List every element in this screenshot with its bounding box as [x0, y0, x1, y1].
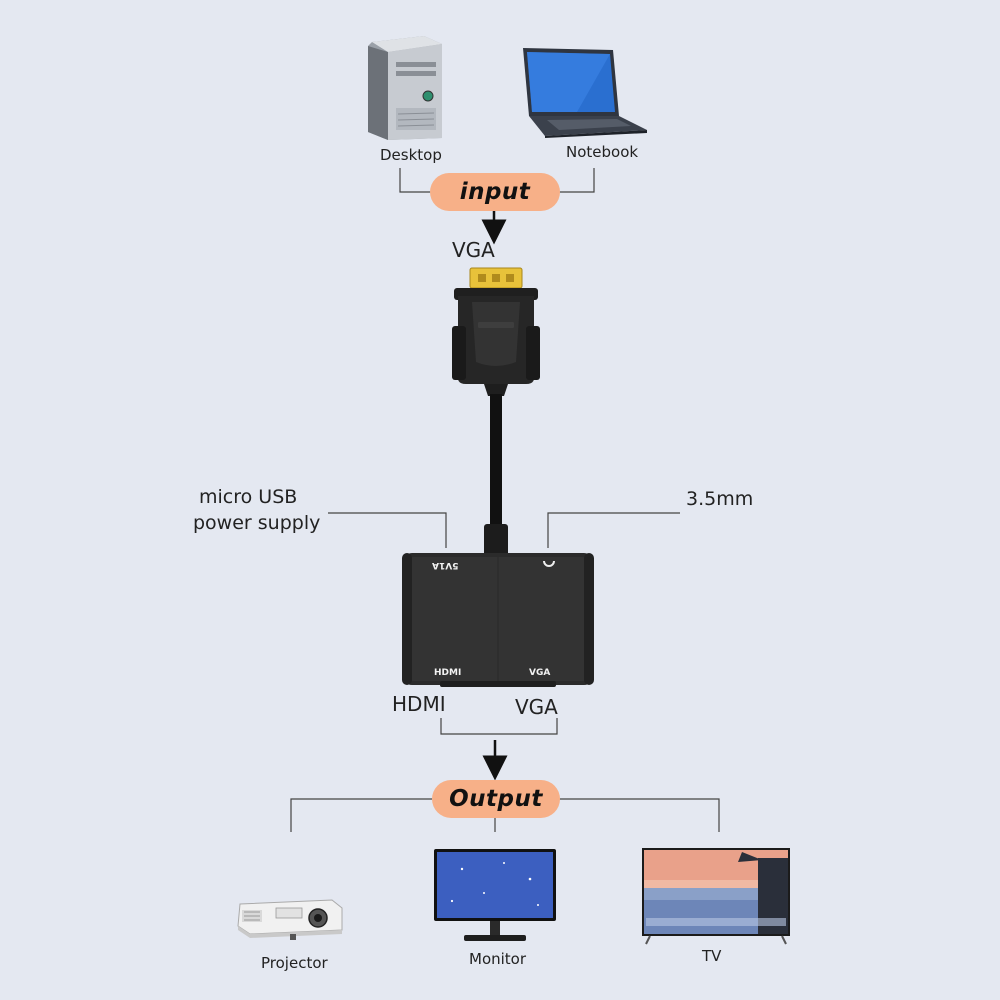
tv-label: TV: [702, 947, 722, 965]
desktop-tower-icon: [368, 36, 442, 140]
notebook-label: Notebook: [566, 143, 639, 161]
output-line-left: [290, 798, 432, 832]
input-bracket-left: [399, 168, 432, 193]
hdmi-port-label: HDMI: [434, 668, 462, 678]
micro-usb-leader: [328, 512, 447, 548]
output-pill: Output: [432, 780, 560, 818]
vga-connector-icon: [452, 267, 540, 556]
hdmi-output-label: HDMI: [392, 692, 446, 716]
micro-usb-label-1: micro USB: [199, 486, 298, 508]
audio-label: 3.5mm: [686, 488, 754, 510]
tv-icon: [642, 848, 790, 945]
projector-label: Projector: [261, 954, 328, 972]
input-bracket-right: [558, 168, 595, 193]
micro-usb-label-2: power supply: [193, 512, 321, 534]
monitor-icon: [434, 849, 556, 941]
power-port-label: 5V1A: [432, 560, 459, 570]
desktop-label: Desktop: [380, 146, 442, 164]
output-bracket: [440, 718, 558, 735]
monitor-label: Monitor: [469, 950, 527, 968]
vga-output-label: VGA: [515, 695, 558, 719]
laptop-icon: [523, 48, 647, 138]
audio-leader: [547, 512, 680, 548]
input-pill: input: [430, 173, 560, 211]
vga-input-label: VGA: [452, 238, 495, 262]
projector-icon: [237, 899, 343, 940]
adapter-body-icon: [402, 553, 594, 687]
output-line-right: [558, 798, 720, 832]
vga-port-label: VGA: [529, 668, 551, 678]
